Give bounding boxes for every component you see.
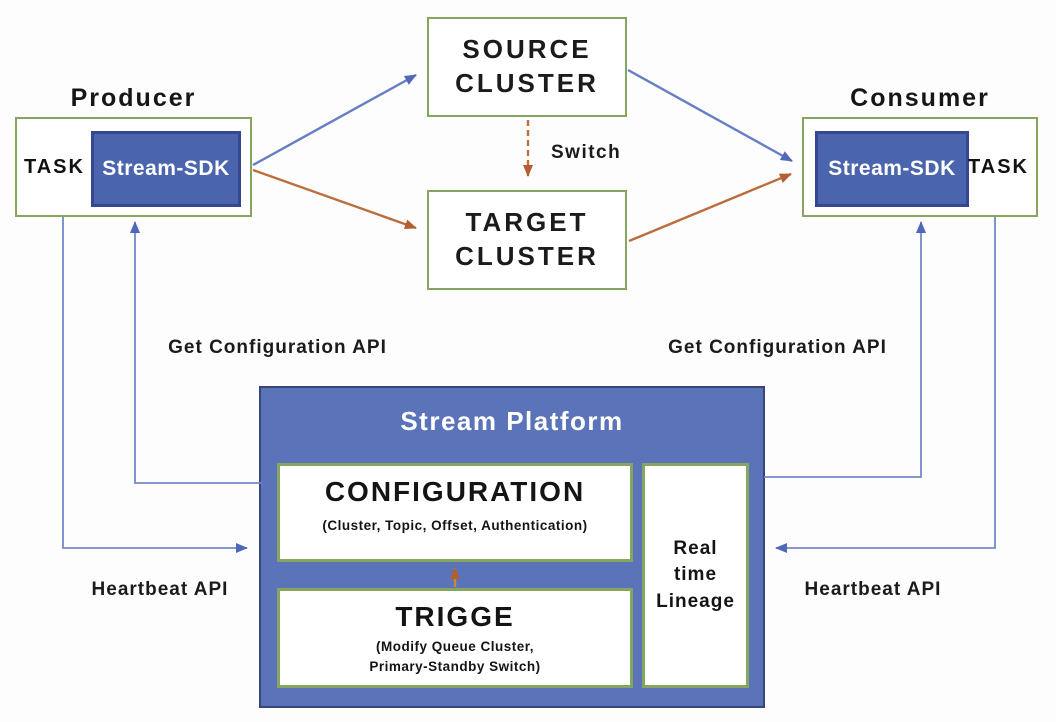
consumer-task-label: TASK	[968, 155, 1029, 178]
get-configuration-api-label-left: Get Configuration API	[168, 337, 387, 358]
lineage-line1: Real	[673, 537, 718, 559]
stream-platform-node: Stream Platform CONFIGURATION (Cluster, …	[259, 386, 765, 708]
trigger-subtitle-line2: Primary-Standby Switch)	[369, 658, 541, 674]
stream-platform-title: Stream Platform	[400, 406, 624, 436]
configuration-subtitle: (Cluster, Topic, Offset, Authentication)	[322, 518, 588, 533]
arrow-producer-to-target-cluster	[252, 168, 417, 230]
trigger-title: TRIGGE	[395, 601, 515, 632]
arrow-source-cluster-to-consumer	[627, 68, 793, 163]
trigger-subtitle-line1: (Modify Queue Cluster,	[375, 639, 535, 654]
consumer-stream-sdk-box: Stream-SDK	[815, 131, 969, 207]
arrow-target-cluster-to-consumer	[628, 172, 792, 243]
trigger-node: TRIGGE (Modify Queue Cluster, Primary-St…	[277, 588, 633, 688]
producer-title: Producer	[70, 84, 197, 112]
target-cluster-line2: CLUSTER	[455, 241, 599, 271]
heartbeat-api-label-right: Heartbeat API	[804, 579, 942, 600]
producer-task-label: TASK	[24, 155, 85, 178]
arrow-heartbeat-left	[62, 217, 248, 553]
source-cluster-node: SOURCE CLUSTER	[427, 17, 627, 117]
consumer-node: Stream-SDK TASK	[802, 117, 1038, 217]
target-cluster-node: TARGET CLUSTER	[427, 190, 627, 290]
producer-stream-sdk-box: Stream-SDK	[91, 131, 241, 207]
lineage-line2: time	[673, 564, 718, 586]
configuration-title: CONFIGURATION	[324, 476, 586, 507]
heartbeat-api-label-left: Heartbeat API	[91, 579, 229, 600]
lineage-line3: Lineage	[656, 590, 735, 612]
arrow-heartbeat-right	[775, 217, 996, 553]
switch-label: Switch	[551, 142, 622, 163]
source-cluster-line1: SOURCE	[462, 34, 592, 65]
consumer-stream-sdk-label: Stream-SDK	[828, 157, 956, 180]
configuration-node: CONFIGURATION (Cluster, Topic, Offset, A…	[277, 463, 633, 562]
real-time-lineage-node: Real time Lineage	[642, 463, 749, 688]
get-configuration-api-label-right: Get Configuration API	[668, 337, 887, 358]
producer-node: TASK Stream-SDK	[15, 117, 252, 217]
arrow-producer-to-source-cluster	[252, 73, 417, 167]
producer-stream-sdk-label: Stream-SDK	[102, 157, 230, 180]
target-cluster-line1: TARGET	[465, 207, 589, 238]
consumer-title: Consumer	[850, 84, 990, 112]
source-cluster-line2: CLUSTER	[455, 68, 599, 98]
